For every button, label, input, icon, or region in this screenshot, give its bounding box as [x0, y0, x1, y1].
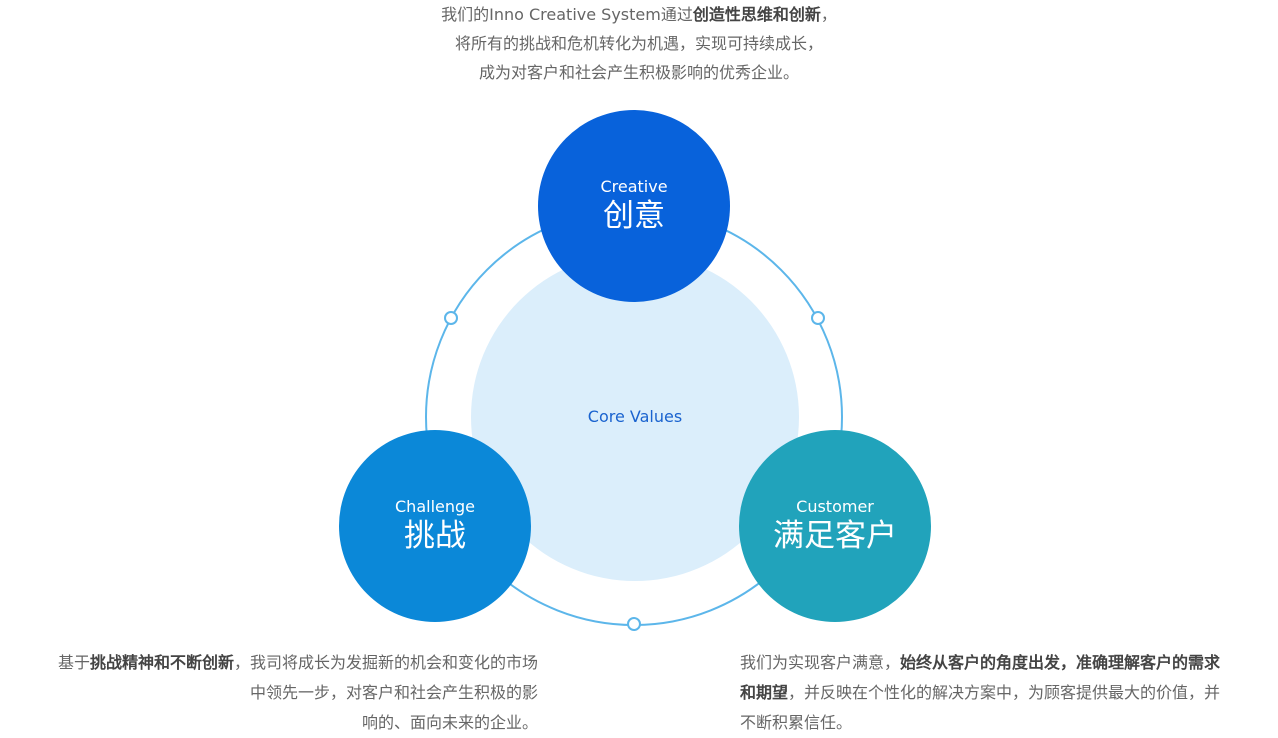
customer-zh-label: 满足客户: [773, 518, 897, 554]
customer-desc-line-2: 和期望，并反映在个性化的解决方案中，为顾客提供最大的价值，并: [740, 683, 1221, 702]
challenge-en-label: Challenge: [395, 497, 475, 516]
ring-dot-left: [444, 311, 458, 325]
intro-line-1: 我们的Inno Creative System通过创造性思维和创新，: [441, 5, 837, 24]
intro-line-2: 将所有的挑战和危机转化为机遇，实现可持续成长，: [454, 34, 823, 53]
customer-en-label: Customer: [796, 497, 874, 516]
intro-line-3: 成为对客户和社会产生积极影响的优秀企业。: [478, 63, 799, 82]
customer-description: 我们为实现客户满意，始终从客户的角度出发，准确理解客户的需求 和期望，并反映在个…: [740, 648, 1278, 738]
challenge-desc-line-1: 基于挑战精神和不断创新，我司将成长为发掘新的机会和变化的市场: [57, 653, 538, 672]
creative-zh-label: 创意: [603, 198, 665, 234]
challenge-desc-line-3: 响的、面向未来的企业。: [361, 713, 538, 732]
creative-en-label: Creative: [600, 177, 668, 196]
creative-circle: Creative 创意: [538, 110, 730, 302]
challenge-desc-line-2: 中领先一步，对客户和社会产生积极的影: [249, 683, 538, 702]
intro-text: 我们的Inno Creative System通过创造性思维和创新， 将所有的挑…: [0, 0, 1278, 87]
customer-desc-line-1: 我们为实现客户满意，始终从客户的角度出发，准确理解客户的需求: [740, 653, 1221, 672]
challenge-zh-label: 挑战: [404, 518, 466, 554]
challenge-circle: Challenge 挑战: [339, 430, 531, 622]
core-values-label: Core Values: [587, 407, 683, 426]
customer-desc-line-3: 不断积累信任。: [740, 713, 853, 732]
ring-dot-bottom: [627, 617, 641, 631]
ring-dot-right: [811, 311, 825, 325]
customer-circle: Customer 满足客户: [739, 430, 931, 622]
challenge-description: 基于挑战精神和不断创新，我司将成长为发掘新的机会和变化的市场 中领先一步，对客户…: [0, 648, 538, 738]
